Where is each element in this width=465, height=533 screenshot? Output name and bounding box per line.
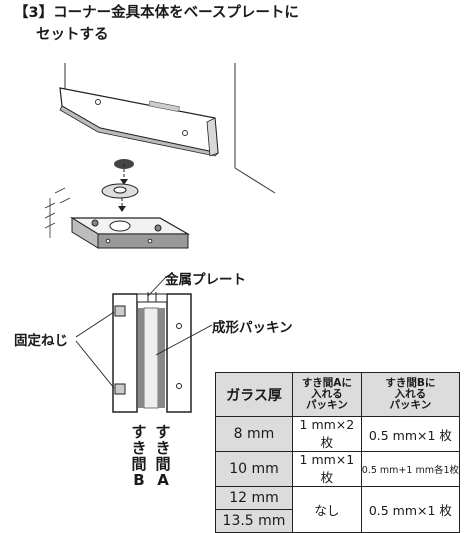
header-gap-a: すき間Aに入れるパッキン bbox=[292, 372, 362, 417]
leader-lines bbox=[75, 276, 213, 389]
table-row: 8 mm 1 mm×2 枚 0.5 mm×1 枚 bbox=[215, 416, 461, 452]
section-view-illustration bbox=[112, 292, 192, 413]
header-glass-thickness: ガラス厚 bbox=[215, 372, 293, 417]
table-row: 10 mm 1 mm×1 枚 0.5 mm+1 mm各1枚 bbox=[215, 451, 461, 487]
molded-packing-label: 成形パッキン bbox=[212, 320, 293, 336]
corner-fitting-illustration bbox=[44, 63, 276, 249]
step-title: 【3】コーナー金具本体をベースプレートに bbox=[14, 5, 299, 21]
step-title-line2: セットする bbox=[36, 27, 109, 43]
table-row: 12 mm なし 0.5 mm×1 枚 bbox=[215, 486, 461, 533]
header-gap-b: すき間Bに入れるパッキン bbox=[360, 372, 461, 417]
fixing-screw-label: 固定ねじ bbox=[14, 333, 68, 349]
base-plate-label: 金属プレート bbox=[165, 272, 246, 288]
packing-table: ガラス厚 すき間Aに入れるパッキン すき間Bに入れるパッキン 8 mm 1 mm… bbox=[215, 372, 461, 533]
